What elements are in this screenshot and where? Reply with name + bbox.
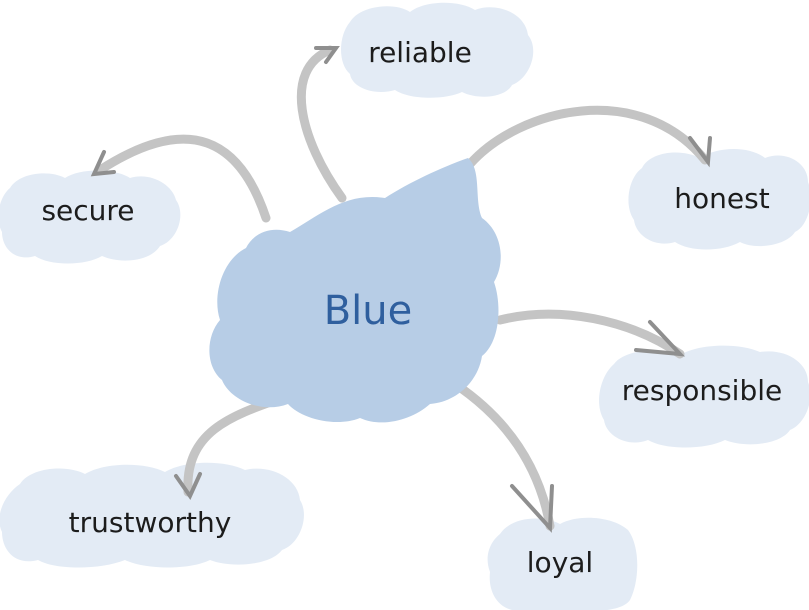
cloud-honest: [628, 149, 809, 250]
cloud-secure: [0, 170, 181, 264]
node-label-secure: secure: [41, 194, 134, 227]
arrow-to-honest: [465, 105, 712, 169]
cloud-responsible: [599, 345, 809, 448]
cloud-loyal: [487, 517, 638, 610]
cloud-reliable: [341, 2, 534, 98]
node-label-trustworthy: trustworthy: [69, 506, 232, 539]
arrow-to-reliable: [296, 45, 347, 203]
arrow-to-loyal: [447, 377, 555, 533]
node-label-honest: honest: [674, 182, 769, 215]
center-label: Blue: [324, 288, 413, 334]
cloud-center: [209, 158, 501, 423]
arrow-to-secure: [90, 134, 271, 223]
node-label-reliable: reliable: [368, 36, 472, 69]
node-label-loyal: loyal: [527, 546, 593, 579]
node-label-responsible: responsible: [622, 374, 783, 407]
arrow-to-responsible: [495, 309, 686, 359]
cloud-trustworthy: [0, 462, 304, 568]
